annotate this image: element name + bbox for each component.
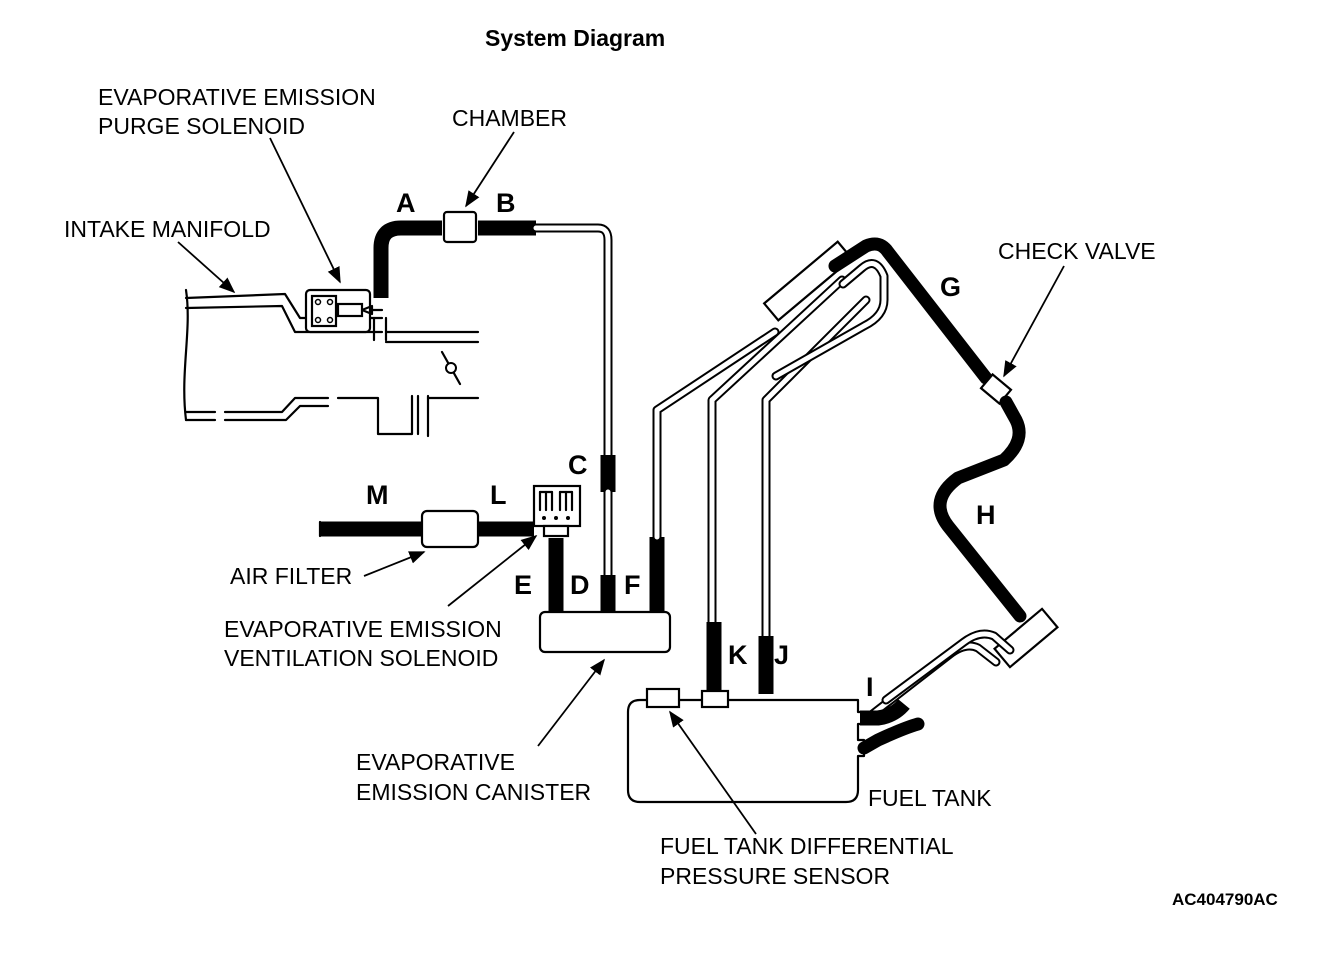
check-valve-label: CHECK VALVE [998,238,1156,264]
check-valve-leader [1003,265,1065,378]
vent-solenoid [532,484,582,538]
filler-neck-lower [865,607,1060,721]
filler-neck-upper [762,240,889,381]
hose-letter-h: H [976,500,996,530]
hose-i [860,698,910,726]
tank-fitting-k [700,689,730,709]
vent-solenoid-leader [447,534,538,607]
hose-letter-f: F [624,570,641,600]
hose-letter-g: G [940,272,961,302]
air-filter-leader [363,551,426,577]
hose-letter-a: A [396,188,416,218]
hose-letter-e: E [514,570,532,600]
air-filter-label: AIR FILTER [230,563,352,589]
figure-code: AC404790AC [1172,890,1278,909]
vent-solenoid-label-2: VENTILATION SOLENOID [224,645,498,671]
purge-solenoid-label-2: PURGE SOLENOID [98,113,305,139]
vent-solenoid-label-1: EVAPORATIVE EMISSION [224,616,502,642]
chamber-leader [465,131,515,208]
canister-label-2: EMISSION CANISTER [356,779,591,805]
pressure-sensor [645,687,681,709]
diagram-title: System Diagram [485,25,665,51]
fuel-tank [626,698,866,804]
fuel-filler-hose [857,717,925,755]
chamber [442,210,478,244]
hose-letter-k: K [728,640,748,670]
hose-letter-i: I [866,672,874,702]
hose-g [828,237,993,385]
fuel-tank-label: FUEL TANK [868,785,992,811]
purge-solenoid-label-1: EVAPORATIVE EMISSION [98,84,376,110]
air-filter [420,509,480,549]
hose-letter-b: B [496,188,516,218]
canister-leader [537,658,605,747]
pipe-b-c [531,223,613,460]
purge-solenoid [304,288,384,334]
hose-letter-c: C [568,450,588,480]
intake-manifold-leader [177,241,236,294]
intake-manifold-label: INTAKE MANIFOLD [64,216,271,242]
evap-canister [538,610,672,654]
canister-label-1: EVAPORATIVE [356,749,515,775]
hose-h [933,395,1027,623]
sensor-label-1: FUEL TANK DIFFERENTIAL [660,833,954,859]
hose-letter-m: M [366,480,389,510]
purge-solenoid-leader [269,137,341,284]
sensor-label-2: PRESSURE SENSOR [660,863,890,889]
chamber-label: CHAMBER [452,105,567,131]
hose-a [373,220,442,298]
hose-letter-j: J [774,640,789,670]
sensor-leader [669,710,757,835]
hose-letter-d: D [570,570,590,600]
hose-letter-l: L [490,480,507,510]
intake-manifold [183,288,480,438]
